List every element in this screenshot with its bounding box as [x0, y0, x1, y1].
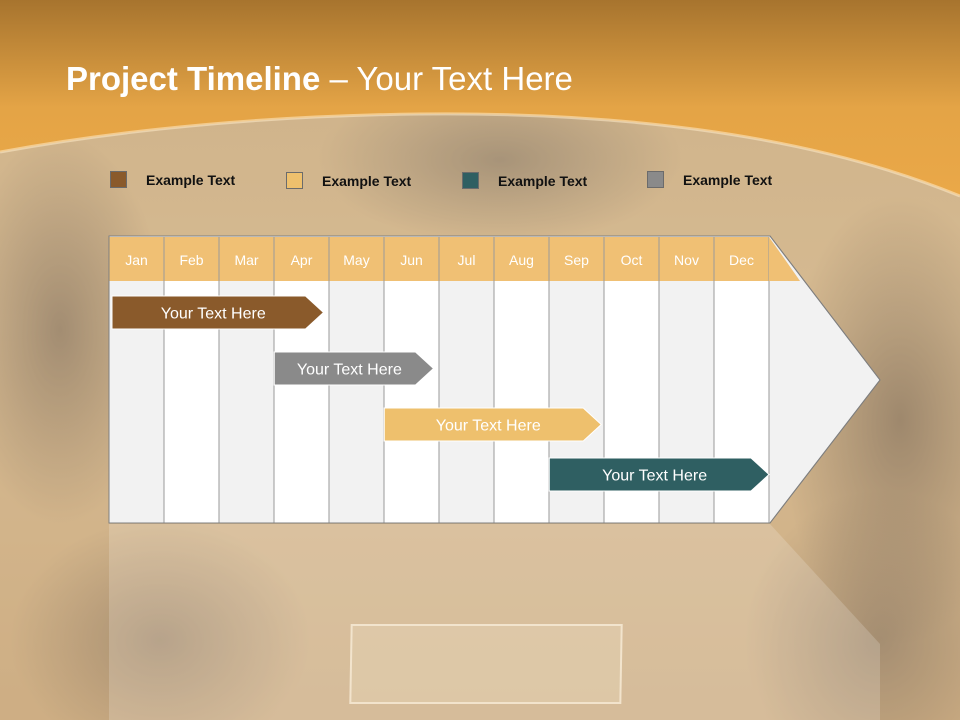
month-label: Jan: [125, 252, 148, 268]
legend-label-4: Example Text: [683, 172, 773, 188]
month-column: [494, 281, 549, 523]
month-label: May: [343, 252, 369, 268]
month-label: Dec: [729, 252, 754, 268]
month-header-cell: [604, 237, 659, 281]
month-header-cell: [714, 237, 769, 281]
month-label: Nov: [674, 252, 699, 268]
month-header-cell: [329, 237, 384, 281]
timeline-bar-label: Your Text Here: [436, 418, 541, 435]
legend-label-1: Example Text: [146, 172, 236, 188]
month-header-cell: [384, 237, 439, 281]
month-label: Aug: [509, 252, 534, 268]
legend-swatch-1: [110, 171, 127, 188]
timeline-bar-label: Your Text Here: [297, 362, 402, 379]
month-header-cell: [439, 237, 494, 281]
page-title: Project Timeline – Your Text Here: [66, 60, 573, 98]
timeline-arrow-outline: [108, 235, 881, 524]
legend-label-3: Example Text: [498, 173, 588, 189]
timeline-arrow-reflection: [109, 524, 880, 720]
timeline-bar: [273, 351, 435, 386]
month-columns: Jan Feb Mar Apr May Jun Jul Aug Sep Oct Nov Dec: [109, 237, 770, 523]
month-column: [439, 281, 494, 523]
month-label: Feb: [179, 252, 203, 268]
month-column: [384, 281, 439, 523]
legend-swatch-3: [462, 172, 479, 189]
timeline-bar: [548, 457, 770, 492]
timeline-bar-label: Your Text Here: [161, 306, 266, 323]
month-label: Jul: [458, 252, 476, 268]
month-header-cell: [494, 237, 549, 281]
month-header-cell: [109, 237, 164, 281]
timeline-bar: [383, 407, 602, 442]
month-label: Mar: [234, 252, 258, 268]
month-header-cell: [274, 237, 329, 281]
timeline-bar-label: Your Text Here: [602, 468, 707, 485]
title-rest: – Your Text Here: [320, 60, 573, 97]
title-bold: Project Timeline: [66, 60, 321, 97]
month-header-cell: [219, 237, 274, 281]
month-header-cell: [549, 237, 604, 281]
legend-swatch-4: [647, 171, 664, 188]
month-label: Jun: [400, 252, 423, 268]
header-arrow-tip: [769, 237, 800, 281]
legend-label-2: Example Text: [322, 173, 412, 189]
month-header-cell: [659, 237, 714, 281]
month-column: [329, 281, 384, 523]
timeline-bar: [111, 295, 325, 330]
month-label: Sep: [564, 252, 589, 268]
header-band: [0, 0, 960, 198]
month-label: Apr: [291, 252, 313, 268]
legend-swatch-2: [286, 172, 303, 189]
month-label: Oct: [621, 252, 643, 268]
month-header-cell: [164, 237, 219, 281]
